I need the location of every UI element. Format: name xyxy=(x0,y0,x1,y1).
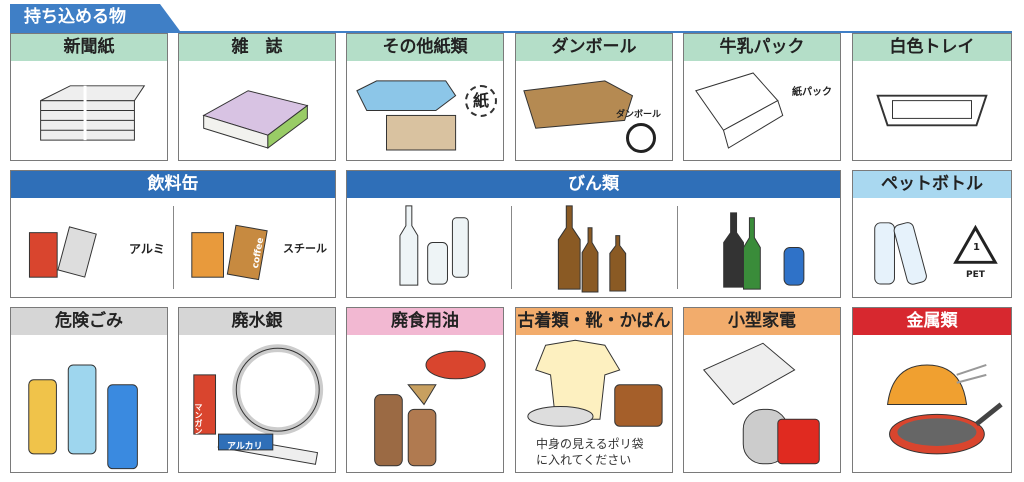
card-title: 金属類 xyxy=(853,308,1011,335)
card-cooking-oil: 廃食用油 xyxy=(346,307,504,473)
magazine-icon xyxy=(202,90,309,150)
paper-recycle-mark: 紙 xyxy=(465,85,497,117)
card-title: 小型家電 xyxy=(684,308,840,335)
card-hazardous: 危険ごみ xyxy=(10,307,168,473)
card-newspaper: 新聞紙 xyxy=(10,33,168,161)
cardboard-icon xyxy=(523,80,634,129)
recycle-icon xyxy=(626,123,656,153)
section-divider xyxy=(10,31,1012,33)
card-title: 雑 誌 xyxy=(179,34,335,61)
pet-number: 1 xyxy=(973,242,980,253)
aluminum-mark: アルミ xyxy=(129,242,165,256)
battery-lamp-icon xyxy=(193,344,324,465)
spray-can-lighter-icon xyxy=(28,364,138,470)
cardboard-mark: ダンボール xyxy=(616,110,662,120)
paper-pack-mark: 紙パック xyxy=(792,87,832,98)
card-title: ダンボール xyxy=(516,34,672,61)
card-mercury: 廃水銀 マンガン アルカリ xyxy=(178,307,336,473)
pet-mark: PET xyxy=(966,270,985,280)
pet-bottle-icon xyxy=(874,222,998,285)
phone-flashlight-icon xyxy=(702,342,820,465)
card-magazine: 雑 誌 xyxy=(178,33,336,161)
card-title: 飲料缶 xyxy=(11,171,335,198)
card-title: 白色トレイ xyxy=(853,34,1011,61)
card-bottles: びん類 xyxy=(346,170,841,298)
card-title: 新聞紙 xyxy=(11,34,167,61)
card-title: 廃水銀 xyxy=(179,308,335,335)
section-tab: 持ち込める物 xyxy=(10,4,180,31)
card-pet-bottles: ペットボトル 1 PET xyxy=(852,170,1012,298)
clothes-bag-icon xyxy=(527,339,663,427)
newspaper-icon xyxy=(40,85,146,141)
oil-bottle-icon xyxy=(374,350,486,467)
card-title: びん類 xyxy=(347,171,840,198)
card-title: 古着類・靴・かばん xyxy=(516,308,672,335)
card-milk-carton: 牛乳パック 紙パック xyxy=(683,33,841,161)
alkaline-label: アルカリ xyxy=(227,442,263,452)
card-metals: 金属類 xyxy=(852,307,1012,473)
divider xyxy=(173,206,174,289)
kettle-pan-icon xyxy=(887,364,1003,455)
milk-carton-icon xyxy=(695,72,784,149)
card-title: 危険ごみ xyxy=(11,308,167,335)
card-title: 廃食用油 xyxy=(347,308,503,335)
divider xyxy=(677,206,678,289)
card-cardboard: ダンボール ダンボール xyxy=(515,33,673,161)
card-clothes: 古着類・靴・かばん 中身の見えるポリ袋に入れてください xyxy=(515,307,673,473)
card-drink-cans: 飲料缶 アルミ coffee スチール xyxy=(10,170,336,298)
card-other-paper: その他紙類 紙 xyxy=(346,33,504,161)
steel-mark: スチール xyxy=(283,242,327,255)
card-small-appliances: 小型家電 xyxy=(683,307,841,473)
card-title: ペットボトル xyxy=(853,171,1011,198)
note-line-2: に入れてください xyxy=(536,453,632,467)
cans-icon xyxy=(28,224,268,281)
note-line-1: 中身の見えるポリ袋 xyxy=(536,437,644,451)
paper-box-icon xyxy=(356,80,457,151)
manganese-label: マンガン xyxy=(194,403,203,435)
card-title: 牛乳パック xyxy=(684,34,840,61)
bottles-icon xyxy=(399,205,805,293)
card-white-tray: 白色トレイ xyxy=(852,33,1012,161)
card-title: その他紙類 xyxy=(347,34,503,61)
tray-icon xyxy=(876,94,988,127)
divider xyxy=(511,206,512,289)
